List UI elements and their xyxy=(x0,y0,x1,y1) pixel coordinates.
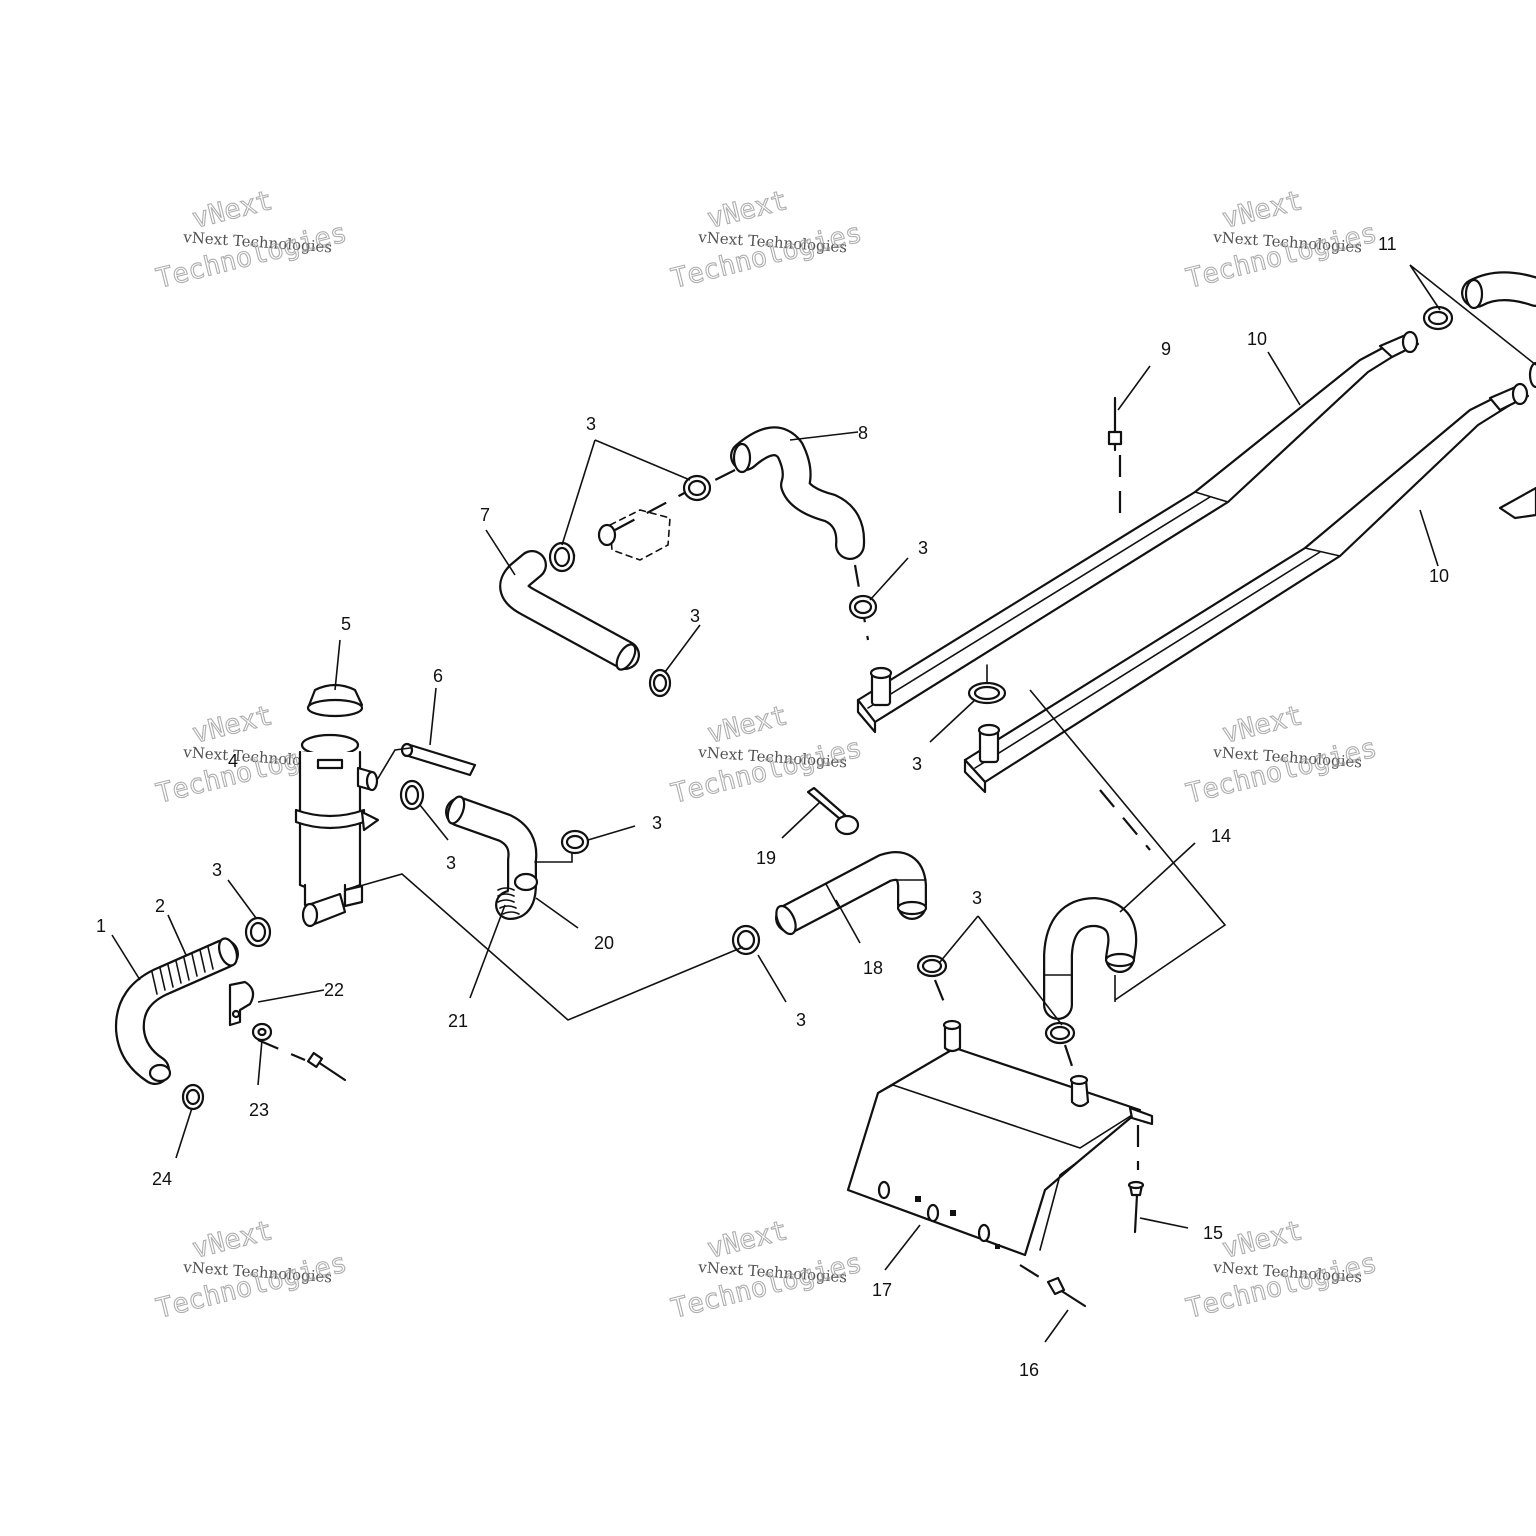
callout-10: 10 xyxy=(1247,329,1267,349)
svg-text:Technologies: Technologies xyxy=(1183,733,1380,810)
fastener-15[interactable] xyxy=(1127,1180,1145,1234)
svg-text:Technologies: Technologies xyxy=(668,1248,865,1325)
callout-3: 3 xyxy=(796,1010,806,1030)
callout-3: 3 xyxy=(586,414,596,434)
svg-text:vNext: vNext xyxy=(189,1215,275,1265)
hose-clamp[interactable] xyxy=(848,594,878,620)
hose-clamp[interactable] xyxy=(181,1083,205,1111)
callout-3: 3 xyxy=(652,813,662,833)
inlet-fitting[interactable] xyxy=(942,1019,962,1053)
callout-1: 1 xyxy=(96,916,106,936)
hose-clamp[interactable] xyxy=(1044,1021,1076,1045)
connector-outline xyxy=(597,509,671,561)
svg-text:vNext: vNext xyxy=(189,700,275,750)
heat-exchanger-lower[interactable] xyxy=(963,382,1530,794)
callout-9: 9 xyxy=(1161,339,1171,359)
svg-text:vNext: vNext xyxy=(1219,185,1305,235)
svg-text:Technologies: Technologies xyxy=(668,733,865,810)
spring-21[interactable] xyxy=(497,872,539,915)
watermark: vNext vNext Technologies Technologies xyxy=(668,699,866,810)
heat-exchanger-upper[interactable] xyxy=(856,330,1420,734)
watermark: vNext vNext Technologies Technologies xyxy=(153,184,351,295)
hose-clamp[interactable] xyxy=(682,474,712,502)
svg-text:vNext: vNext xyxy=(704,1215,790,1265)
hose-1[interactable] xyxy=(114,936,240,1085)
hose-clamp[interactable] xyxy=(560,829,590,855)
callout-17: 17 xyxy=(872,1280,892,1300)
callout-labels: 1 2 3 3 3 3 3 3 3 3 3 4 5 6 7 8 9 10 10 … xyxy=(96,234,1449,1380)
hose-top-right[interactable] xyxy=(1461,271,1536,310)
hose-8[interactable] xyxy=(730,426,866,560)
watermark: vNext vNext Technologies Technologies xyxy=(1183,699,1381,810)
callout-16: 16 xyxy=(1019,1360,1039,1380)
hose-clamp[interactable] xyxy=(244,916,272,948)
hose-14[interactable] xyxy=(1043,897,1138,1020)
svg-text:Technologies: Technologies xyxy=(1183,218,1380,295)
bolt[interactable] xyxy=(306,1051,347,1082)
heat-exchanger-17[interactable] xyxy=(846,1046,1154,1257)
corrugated-sleeve-2[interactable] xyxy=(151,946,214,995)
svg-text:Technologies: Technologies xyxy=(153,218,350,295)
svg-text:vNext: vNext xyxy=(189,185,275,235)
callout-20: 20 xyxy=(594,933,614,953)
callout-24: 24 xyxy=(152,1169,172,1189)
outlet-fitting[interactable] xyxy=(1069,1074,1090,1108)
hose-clamp[interactable] xyxy=(916,954,948,978)
callout-3: 3 xyxy=(912,754,922,774)
svg-text:Technologies: Technologies xyxy=(1183,1248,1380,1325)
callout-10: 10 xyxy=(1429,566,1449,586)
reservoir-outlet[interactable] xyxy=(301,892,347,928)
callout-6: 6 xyxy=(433,666,443,686)
callout-19: 19 xyxy=(756,848,776,868)
tube-6[interactable] xyxy=(376,742,477,781)
leader-lines xyxy=(111,264,1536,1343)
svg-text:Technologies: Technologies xyxy=(668,218,865,295)
hose-clamp[interactable] xyxy=(967,664,1007,705)
callout-23: 23 xyxy=(249,1100,269,1120)
watermark: vNext vNext Technologies Technologies xyxy=(153,1214,351,1325)
callout-7: 7 xyxy=(480,505,490,525)
callout-15: 15 xyxy=(1203,1223,1223,1243)
callout-3: 3 xyxy=(446,853,456,873)
washer-23[interactable] xyxy=(251,1022,273,1042)
svg-text:vNext: vNext xyxy=(1219,1215,1305,1265)
callout-18: 18 xyxy=(863,958,883,978)
hose-clamp[interactable] xyxy=(731,924,761,956)
watermark: vNext vNext Technologies Technologies xyxy=(668,1214,866,1325)
callout-14: 14 xyxy=(1211,826,1231,846)
watermark: vNext vNext Technologies Technologies xyxy=(1183,184,1381,295)
callout-11: 11 xyxy=(1378,234,1397,254)
reservoir-cap[interactable] xyxy=(306,683,364,718)
hose-20[interactable] xyxy=(445,794,538,920)
bracket-right-edge[interactable] xyxy=(1498,361,1536,520)
callout-3: 3 xyxy=(690,606,700,626)
fastener-16[interactable] xyxy=(1046,1276,1087,1308)
hose-7[interactable] xyxy=(499,550,640,673)
bracket-22[interactable] xyxy=(228,980,255,1027)
svg-text:vNext: vNext xyxy=(1219,700,1305,750)
callout-2: 2 xyxy=(155,896,165,916)
coolant-reservoir[interactable] xyxy=(294,733,380,908)
callout-4: 4 xyxy=(228,751,238,771)
watermark: vNext vNext Technologies Technologies xyxy=(668,184,866,295)
svg-text:Technologies: Technologies xyxy=(153,1248,350,1325)
callout-5: 5 xyxy=(341,614,351,634)
hose-clamp[interactable] xyxy=(548,541,576,573)
hose-18[interactable] xyxy=(772,851,928,937)
cable-tie-19[interactable] xyxy=(806,786,860,836)
callout-22: 22 xyxy=(324,980,344,1000)
hose-clamp[interactable] xyxy=(1422,305,1454,331)
svg-text:vNext: vNext xyxy=(704,185,790,235)
callout-3: 3 xyxy=(212,860,222,880)
callout-8: 8 xyxy=(858,423,868,443)
callout-3: 3 xyxy=(918,538,928,558)
bolt[interactable] xyxy=(1107,396,1123,452)
callout-3: 3 xyxy=(972,888,982,908)
svg-text:vNext: vNext xyxy=(704,700,790,750)
hose-clamp[interactable] xyxy=(399,779,425,811)
hose-clamp[interactable] xyxy=(648,668,672,698)
callout-21: 21 xyxy=(448,1011,468,1031)
